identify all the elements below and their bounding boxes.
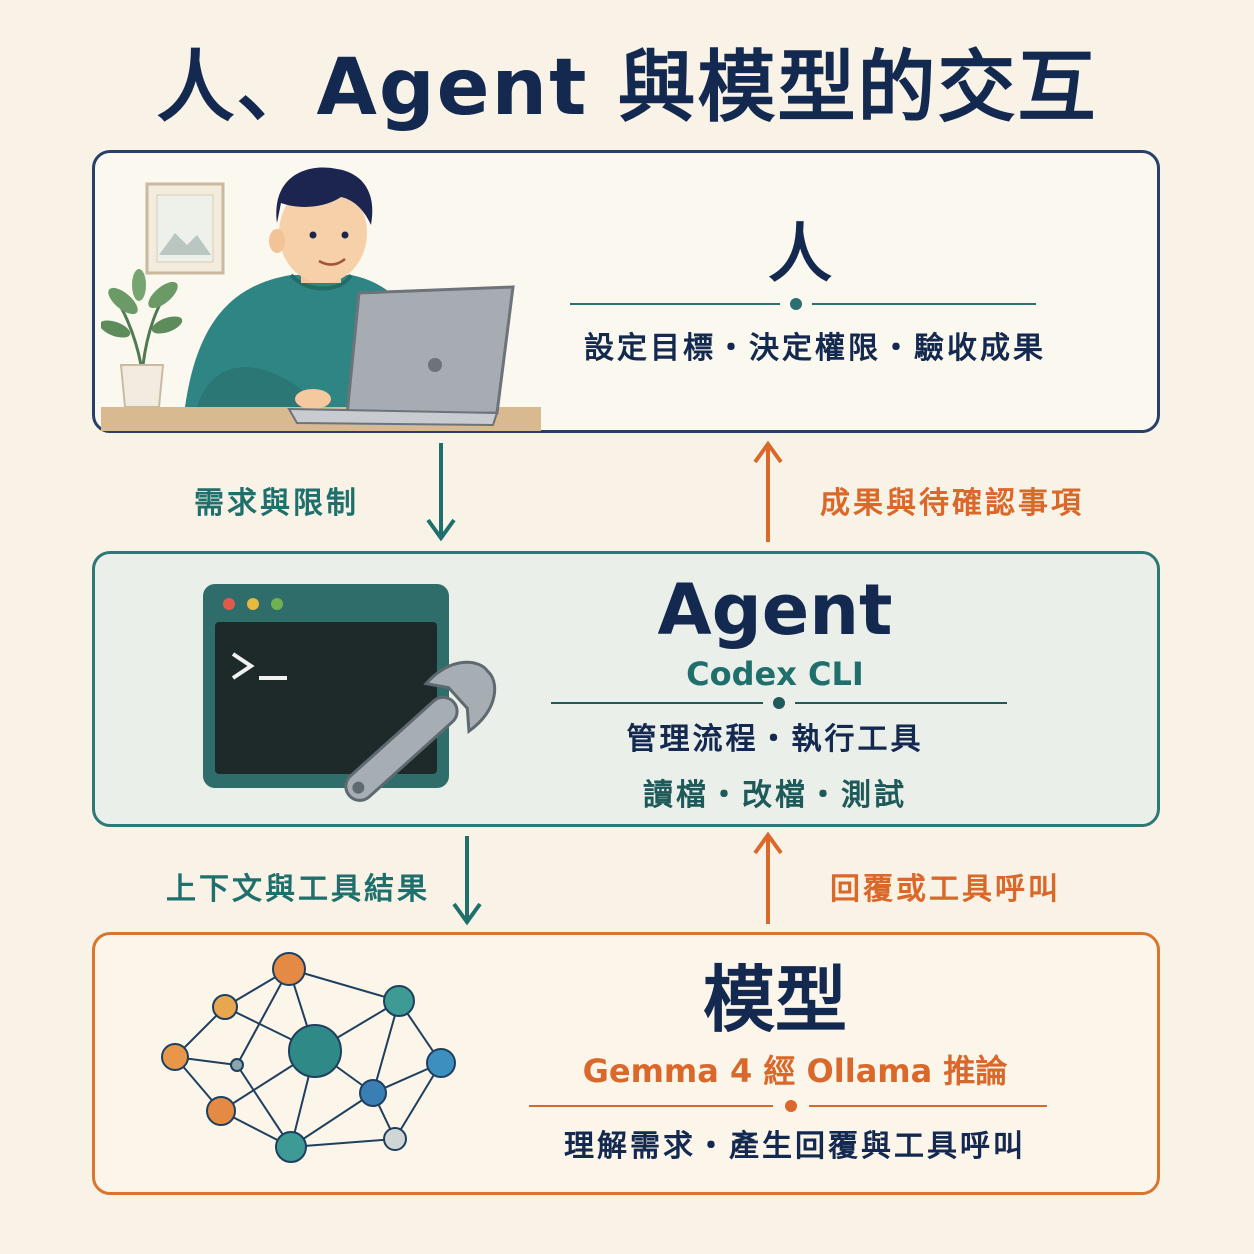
- page-title: 人、Agent 與模型的交互: [156, 43, 1098, 133]
- agent-subheading: Codex CLI: [686, 655, 864, 693]
- agent-description-2: 讀檔・改檔・測試: [643, 778, 907, 813]
- arrow-down-icon: [426, 443, 456, 542]
- person-with-laptop-illustration: [101, 167, 541, 431]
- model-box: 模型 Gemma 4 經 Ollama 推論 理解需求・產生回覆與工具呼叫: [92, 932, 1160, 1195]
- flow-label-model-to-agent: 回覆或工具呼叫: [830, 872, 1061, 907]
- plant-icon: [101, 269, 183, 408]
- terminal-window-icon: [203, 584, 449, 788]
- terminal-window-with-wrench-illustration: [203, 584, 497, 802]
- arrow-up-icon: [753, 831, 783, 924]
- laptop-icon: [287, 285, 515, 427]
- human-heading: 人: [768, 218, 832, 292]
- agent-box: Agent Codex CLI 管理流程・執行工具 讀檔・改檔・測試: [92, 551, 1160, 827]
- arrow-down-icon: [452, 836, 482, 926]
- model-divider: [529, 1100, 1047, 1112]
- agent-description-1: 管理流程・執行工具: [626, 722, 924, 757]
- flow-label-agent-to-human: 成果與待確認事項: [820, 486, 1084, 521]
- model-subheading: Gemma 4 經 Ollama 推論: [582, 1052, 1008, 1090]
- human-description: 設定目標・決定權限・驗收成果: [584, 331, 1046, 366]
- wrench-icon: [344, 660, 497, 802]
- model-description: 理解需求・產生回覆與工具呼叫: [564, 1129, 1026, 1164]
- human-divider: [570, 298, 1036, 310]
- agent-heading: Agent: [657, 569, 893, 651]
- human-box: 人 設定目標・決定權限・驗收成果: [92, 150, 1160, 433]
- flow-label-agent-to-model: 上下文與工具結果: [166, 872, 430, 907]
- flow-label-human-to-agent: 需求與限制: [194, 486, 359, 521]
- arrow-up-icon: [753, 440, 783, 542]
- neural-network-illustration: [161, 952, 456, 1163]
- model-heading: 模型: [702, 958, 847, 1042]
- agent-divider: [551, 697, 1007, 709]
